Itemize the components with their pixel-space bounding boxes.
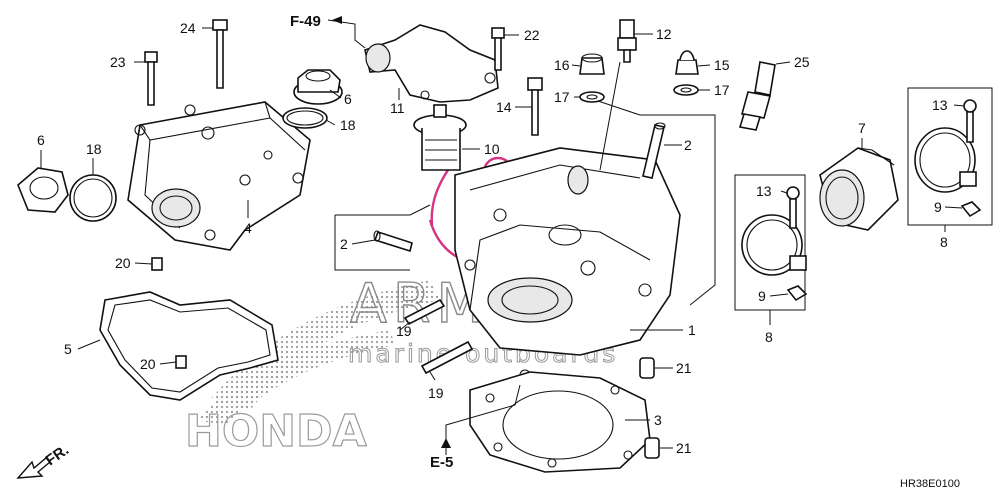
callout-2b: 2 <box>684 137 692 153</box>
leader-lines <box>40 19 965 455</box>
cylinder-head-gasket <box>469 371 651 473</box>
callout-7: 7 <box>858 120 866 136</box>
oil-filler-plug-top <box>293 69 343 105</box>
diagram-code: HR38E0100 <box>900 478 960 490</box>
callout-23: 23 <box>110 54 126 70</box>
washer-17b <box>673 84 699 96</box>
cap-nut-16 <box>579 53 605 75</box>
nut-9a <box>786 285 808 302</box>
callout-6b: 6 <box>344 91 352 107</box>
clamp-band-8a <box>741 214 807 276</box>
callout-20a: 20 <box>115 255 131 271</box>
guide-pipe-2b <box>642 122 666 179</box>
callout-9b: 9 <box>934 199 942 215</box>
ref-f49-text: F-49 <box>290 13 321 30</box>
group-box-8a <box>734 174 806 311</box>
bolt-22 <box>491 27 505 71</box>
callout-5: 5 <box>64 341 72 357</box>
callout-22: 22 <box>524 27 540 43</box>
callout-12: 12 <box>656 26 672 42</box>
callout-8b: 8 <box>940 234 948 250</box>
callout-13b: 13 <box>932 97 948 113</box>
callout-16: 16 <box>554 57 570 73</box>
callout-21b: 21 <box>676 440 692 456</box>
callout-21a: 21 <box>676 360 692 376</box>
callout-3: 3 <box>654 412 662 428</box>
cylinder-head <box>454 147 681 381</box>
callout-25: 25 <box>794 54 810 70</box>
callout-17a: 17 <box>554 89 570 105</box>
ref-e5-text: E-5 <box>430 454 453 471</box>
o-ring-left <box>69 174 117 222</box>
dowel-pin-21b <box>644 437 660 459</box>
stud-bolt-19b <box>420 340 474 375</box>
honda-brand-text: HONDA <box>185 406 367 457</box>
front-direction-arrow: FR. <box>16 441 72 479</box>
nut-9b <box>960 201 982 218</box>
callout-6a: 6 <box>37 132 45 148</box>
callout-14: 14 <box>496 99 512 115</box>
callout-17b: 17 <box>714 82 730 98</box>
bolt-13a <box>786 186 800 229</box>
oil-filler-plug-left <box>17 167 69 213</box>
spark-plug <box>738 61 776 131</box>
callout-24: 24 <box>180 20 196 36</box>
callout-19a: 19 <box>396 323 412 339</box>
callout-20b: 20 <box>140 356 156 372</box>
callout-8a: 8 <box>765 329 773 345</box>
group-box-8b <box>907 87 993 226</box>
callout-10: 10 <box>484 141 500 157</box>
front-arrow-icon <box>16 457 52 479</box>
callout-18a: 18 <box>86 141 102 157</box>
reference-f49: F-49 <box>290 13 342 30</box>
thermostat <box>413 104 467 171</box>
bolt-14 <box>527 77 543 136</box>
callout-9a: 9 <box>758 288 766 304</box>
callout-19b: 19 <box>428 385 444 401</box>
callout-1: 1 <box>688 322 696 338</box>
guide-pipe-2a <box>373 230 413 253</box>
head-cover-gasket <box>99 291 279 401</box>
bolt-13b <box>963 99 977 143</box>
group-box-left <box>334 204 431 271</box>
insulator <box>819 147 899 231</box>
callout-18b: 18 <box>340 117 356 133</box>
o-ring-top <box>282 107 328 129</box>
bolt-24 <box>212 19 228 89</box>
callout-2a: 2 <box>340 236 348 252</box>
washer-17a <box>579 91 605 103</box>
honda-watermark: HONDA <box>184 280 440 458</box>
callout-4: 4 <box>244 220 252 236</box>
callout-11: 11 <box>390 100 405 116</box>
stud-bolt-19a <box>403 298 446 326</box>
clamp-band-8b <box>914 127 977 193</box>
cylinder-head-cover <box>127 101 311 251</box>
dowel-pin-20b <box>175 355 187 369</box>
dowel-pin-21a <box>639 357 655 379</box>
temperature-sensor <box>617 19 637 63</box>
callout-labels: 1 2 2 3 4 5 6 6 7 8 8 9 9 10 11 12 13 13… <box>37 20 948 456</box>
callout-15: 15 <box>714 57 730 73</box>
thermostat-cover <box>364 24 499 103</box>
dowel-pin-20a <box>151 257 163 271</box>
reference-e5: E-5 <box>430 438 453 471</box>
cap-nut-15 <box>675 50 699 75</box>
bolt-23 <box>144 51 158 106</box>
callout-13a: 13 <box>756 183 772 199</box>
